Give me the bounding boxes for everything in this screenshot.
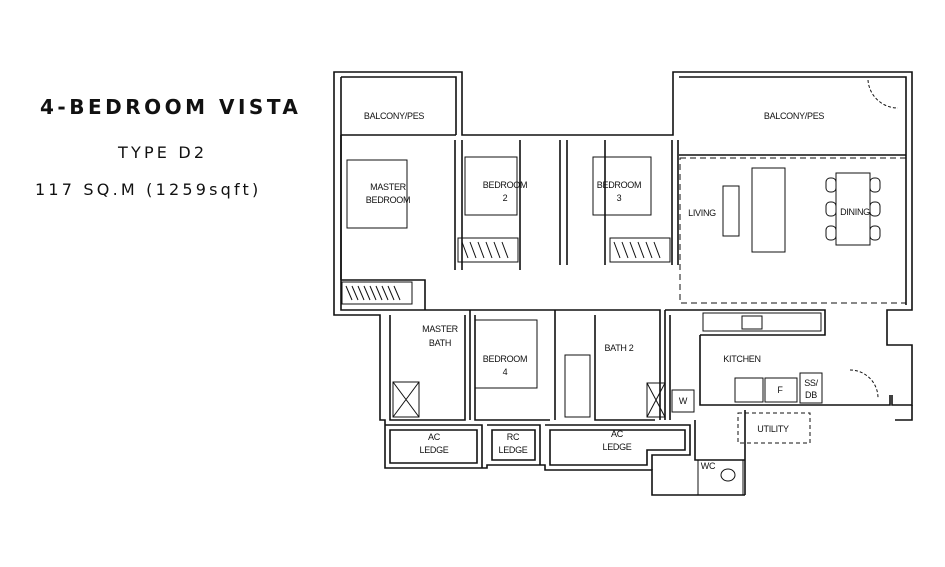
label-bedroom3-1: BEDROOM (597, 180, 641, 190)
label-rc-ledge-1: RC (507, 432, 520, 442)
shower-master (392, 381, 420, 418)
label-bedroom2-1: BEDROOM (483, 180, 527, 190)
living-zone (679, 157, 907, 304)
sofa (751, 167, 786, 253)
outer-wall-right-lower (744, 405, 913, 495)
label-kitchen: KITCHEN (723, 354, 760, 364)
ledges (385, 424, 691, 470)
coffee-table (722, 185, 740, 237)
master-bedroom-walls (340, 135, 463, 310)
label-bath2: BATH 2 (604, 343, 633, 353)
label-ac-ledge-1-1: AC (428, 432, 441, 442)
db-box (799, 372, 823, 404)
label-db-1: SS/ (804, 378, 818, 388)
label-ac-ledge-2-2: LEDGE (602, 442, 631, 452)
bedroom-walls (519, 140, 679, 270)
master-bed (346, 159, 408, 229)
label-balcony-left: BALCONY/PES (364, 111, 425, 121)
kitchen-sink (741, 315, 763, 330)
dining-chair (825, 177, 837, 193)
door-swing (849, 79, 899, 399)
label-ac-ledge-1-2: LEDGE (419, 445, 448, 455)
dining-chair (825, 225, 837, 241)
shower-cross-master (392, 381, 420, 418)
shower-cross-bath2 (646, 382, 666, 418)
label-living: LIVING (688, 208, 716, 218)
bed-2 (464, 156, 518, 216)
kitchen-counter (702, 312, 822, 332)
label-db-2: DB (805, 390, 817, 400)
label-fridge: F (777, 385, 783, 395)
lower-walls (385, 309, 666, 421)
unit-name: 4-BEDROOM VISTA (40, 95, 302, 119)
label-bedroom4-1: BEDROOM (483, 354, 527, 364)
dining-chair (869, 225, 881, 241)
wardrobe (609, 237, 671, 263)
wc-toilet (720, 468, 736, 482)
dining-chair (869, 201, 881, 217)
fridge-box (764, 377, 798, 403)
label-balcony-right: BALCONY/PES (764, 111, 825, 121)
label-master-bath-2: BATH (429, 338, 451, 348)
unit-type: TYPE D2 (118, 143, 208, 162)
dining-chair (869, 177, 881, 193)
label-utility: UTILITY (757, 424, 789, 434)
label-bedroom2-2: 2 (503, 193, 508, 203)
hob-box (734, 377, 764, 403)
wardrobe (564, 354, 591, 418)
balcony-divider (341, 134, 906, 156)
wardrobe (341, 281, 413, 305)
utility-box (737, 412, 811, 444)
unit-area: 117 SQ.M (1259sqft) (35, 180, 262, 199)
kitchen-walls (665, 309, 891, 461)
wc-room (697, 459, 744, 496)
label-master-bedroom-1: MASTER (370, 182, 407, 192)
bed-3 (592, 156, 652, 216)
label-master-bedroom-2: BEDROOM (366, 195, 410, 205)
label-ac-ledge-2-1: AC (611, 429, 624, 439)
label-rc-ledge-2: LEDGE (498, 445, 527, 455)
shower-bath2 (646, 382, 666, 418)
washer-box (671, 389, 695, 413)
label-washer: W (679, 396, 688, 406)
label-bedroom4-2: 4 (503, 367, 508, 377)
wardrobe (457, 237, 519, 263)
label-wc: WC (701, 461, 716, 471)
bed-4 (474, 319, 538, 389)
label-master-bath-1: MASTER (422, 324, 459, 334)
wardrobe-hatch (345, 241, 661, 301)
dining-chair (825, 201, 837, 217)
label-dining: DINING (840, 207, 870, 217)
label-bedroom3-2: 3 (617, 193, 622, 203)
